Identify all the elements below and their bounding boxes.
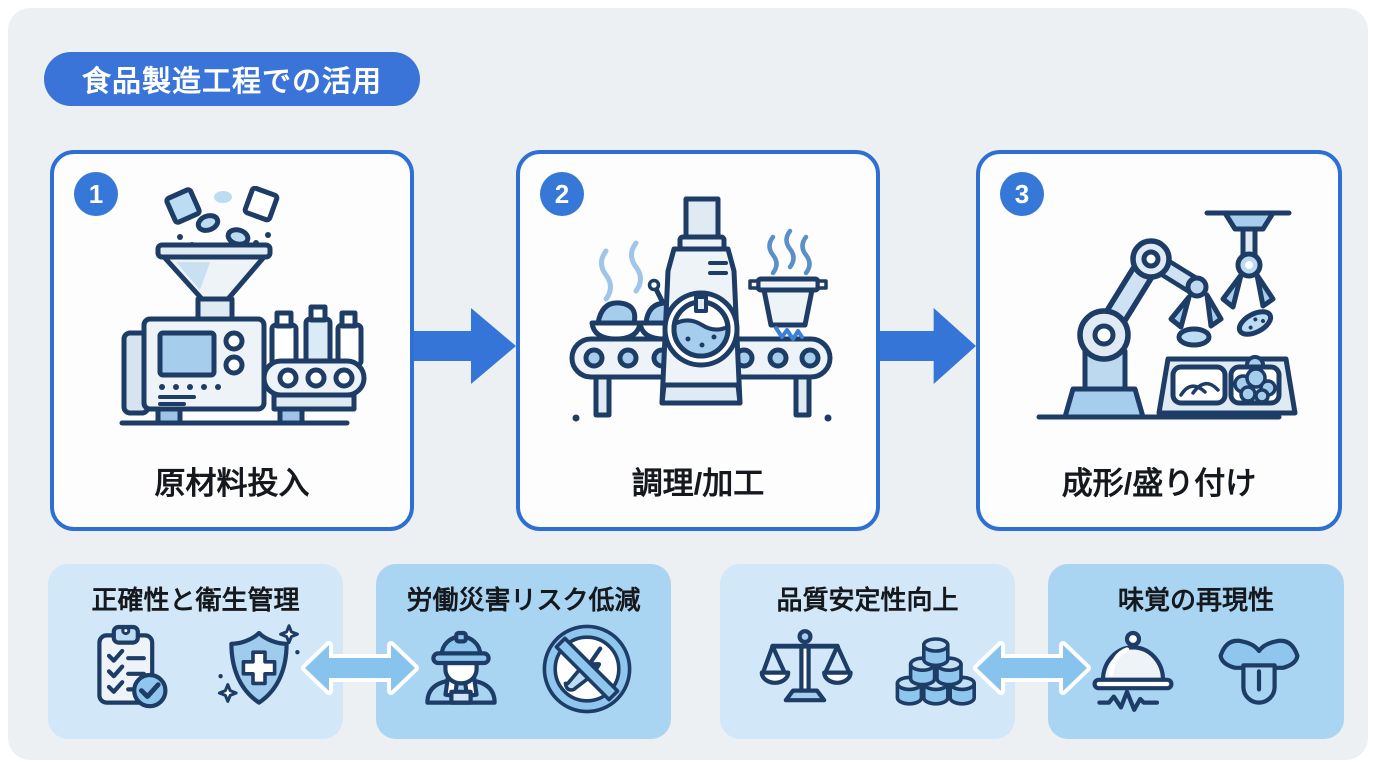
benefit-boxes: 正確性と衛生管理 xyxy=(48,564,1344,739)
step-card-raw-material: 1 xyxy=(50,150,414,531)
title-badge: 食品製造工程での活用 xyxy=(44,52,421,106)
no-hand-injury-icon xyxy=(542,624,631,714)
checklist-clipboard-icon xyxy=(96,624,167,709)
cloche-waveform-icon xyxy=(1092,630,1174,712)
balance-scale-icon xyxy=(759,629,853,703)
process-steps: 1 xyxy=(50,150,1342,531)
benefit-label: 味覚の再現性 xyxy=(1117,585,1274,615)
benefit-label: 品質安定性向上 xyxy=(776,585,959,615)
step-arrow-right-icon xyxy=(414,307,516,384)
step-label: 成形/盛り付け xyxy=(1061,466,1257,501)
benefit-box-quality-stability: 品質安定性向上 xyxy=(720,564,1015,739)
step-label: 原材料投入 xyxy=(154,466,310,501)
step-label: 調理/加工 xyxy=(631,466,765,501)
infographic-canvas: 食品製造工程での活用 1 xyxy=(8,8,1368,760)
step-number-badge: 3 xyxy=(1000,172,1044,216)
medical-shield-sparkle-icon xyxy=(217,624,300,705)
benefit-box-labor-risk: 労働災害リスク低減 xyxy=(376,564,671,739)
cooking-processing-machine-illustration xyxy=(569,196,833,422)
step-card-cooking: 2 xyxy=(516,150,880,531)
benefit-label: 正確性と衛生管理 xyxy=(91,585,300,615)
bidirectional-arrow-icon xyxy=(301,641,419,695)
bidirectional-arrow-icon xyxy=(973,641,1091,695)
stacked-cans-icon xyxy=(895,637,976,706)
title-badge-label: 食品製造工程での活用 xyxy=(82,66,383,98)
robot-arm-plating-illustration xyxy=(1036,210,1298,420)
step-number-badge: 2 xyxy=(540,172,584,216)
benefit-box-accuracy-hygiene: 正確性と衛生管理 xyxy=(48,564,343,739)
ingredient-hopper-machine-illustration xyxy=(119,186,367,426)
benefit-label: 労働災害リスク低減 xyxy=(406,585,641,615)
step-number-badge: 1 xyxy=(74,172,118,216)
tongue-icon xyxy=(1218,638,1300,705)
step-arrow-right-icon xyxy=(880,307,976,384)
construction-worker-icon xyxy=(424,630,497,705)
benefit-box-taste-reproducibility: 味覚の再現性 xyxy=(1048,564,1344,739)
step-card-plating: 3 xyxy=(976,150,1342,531)
